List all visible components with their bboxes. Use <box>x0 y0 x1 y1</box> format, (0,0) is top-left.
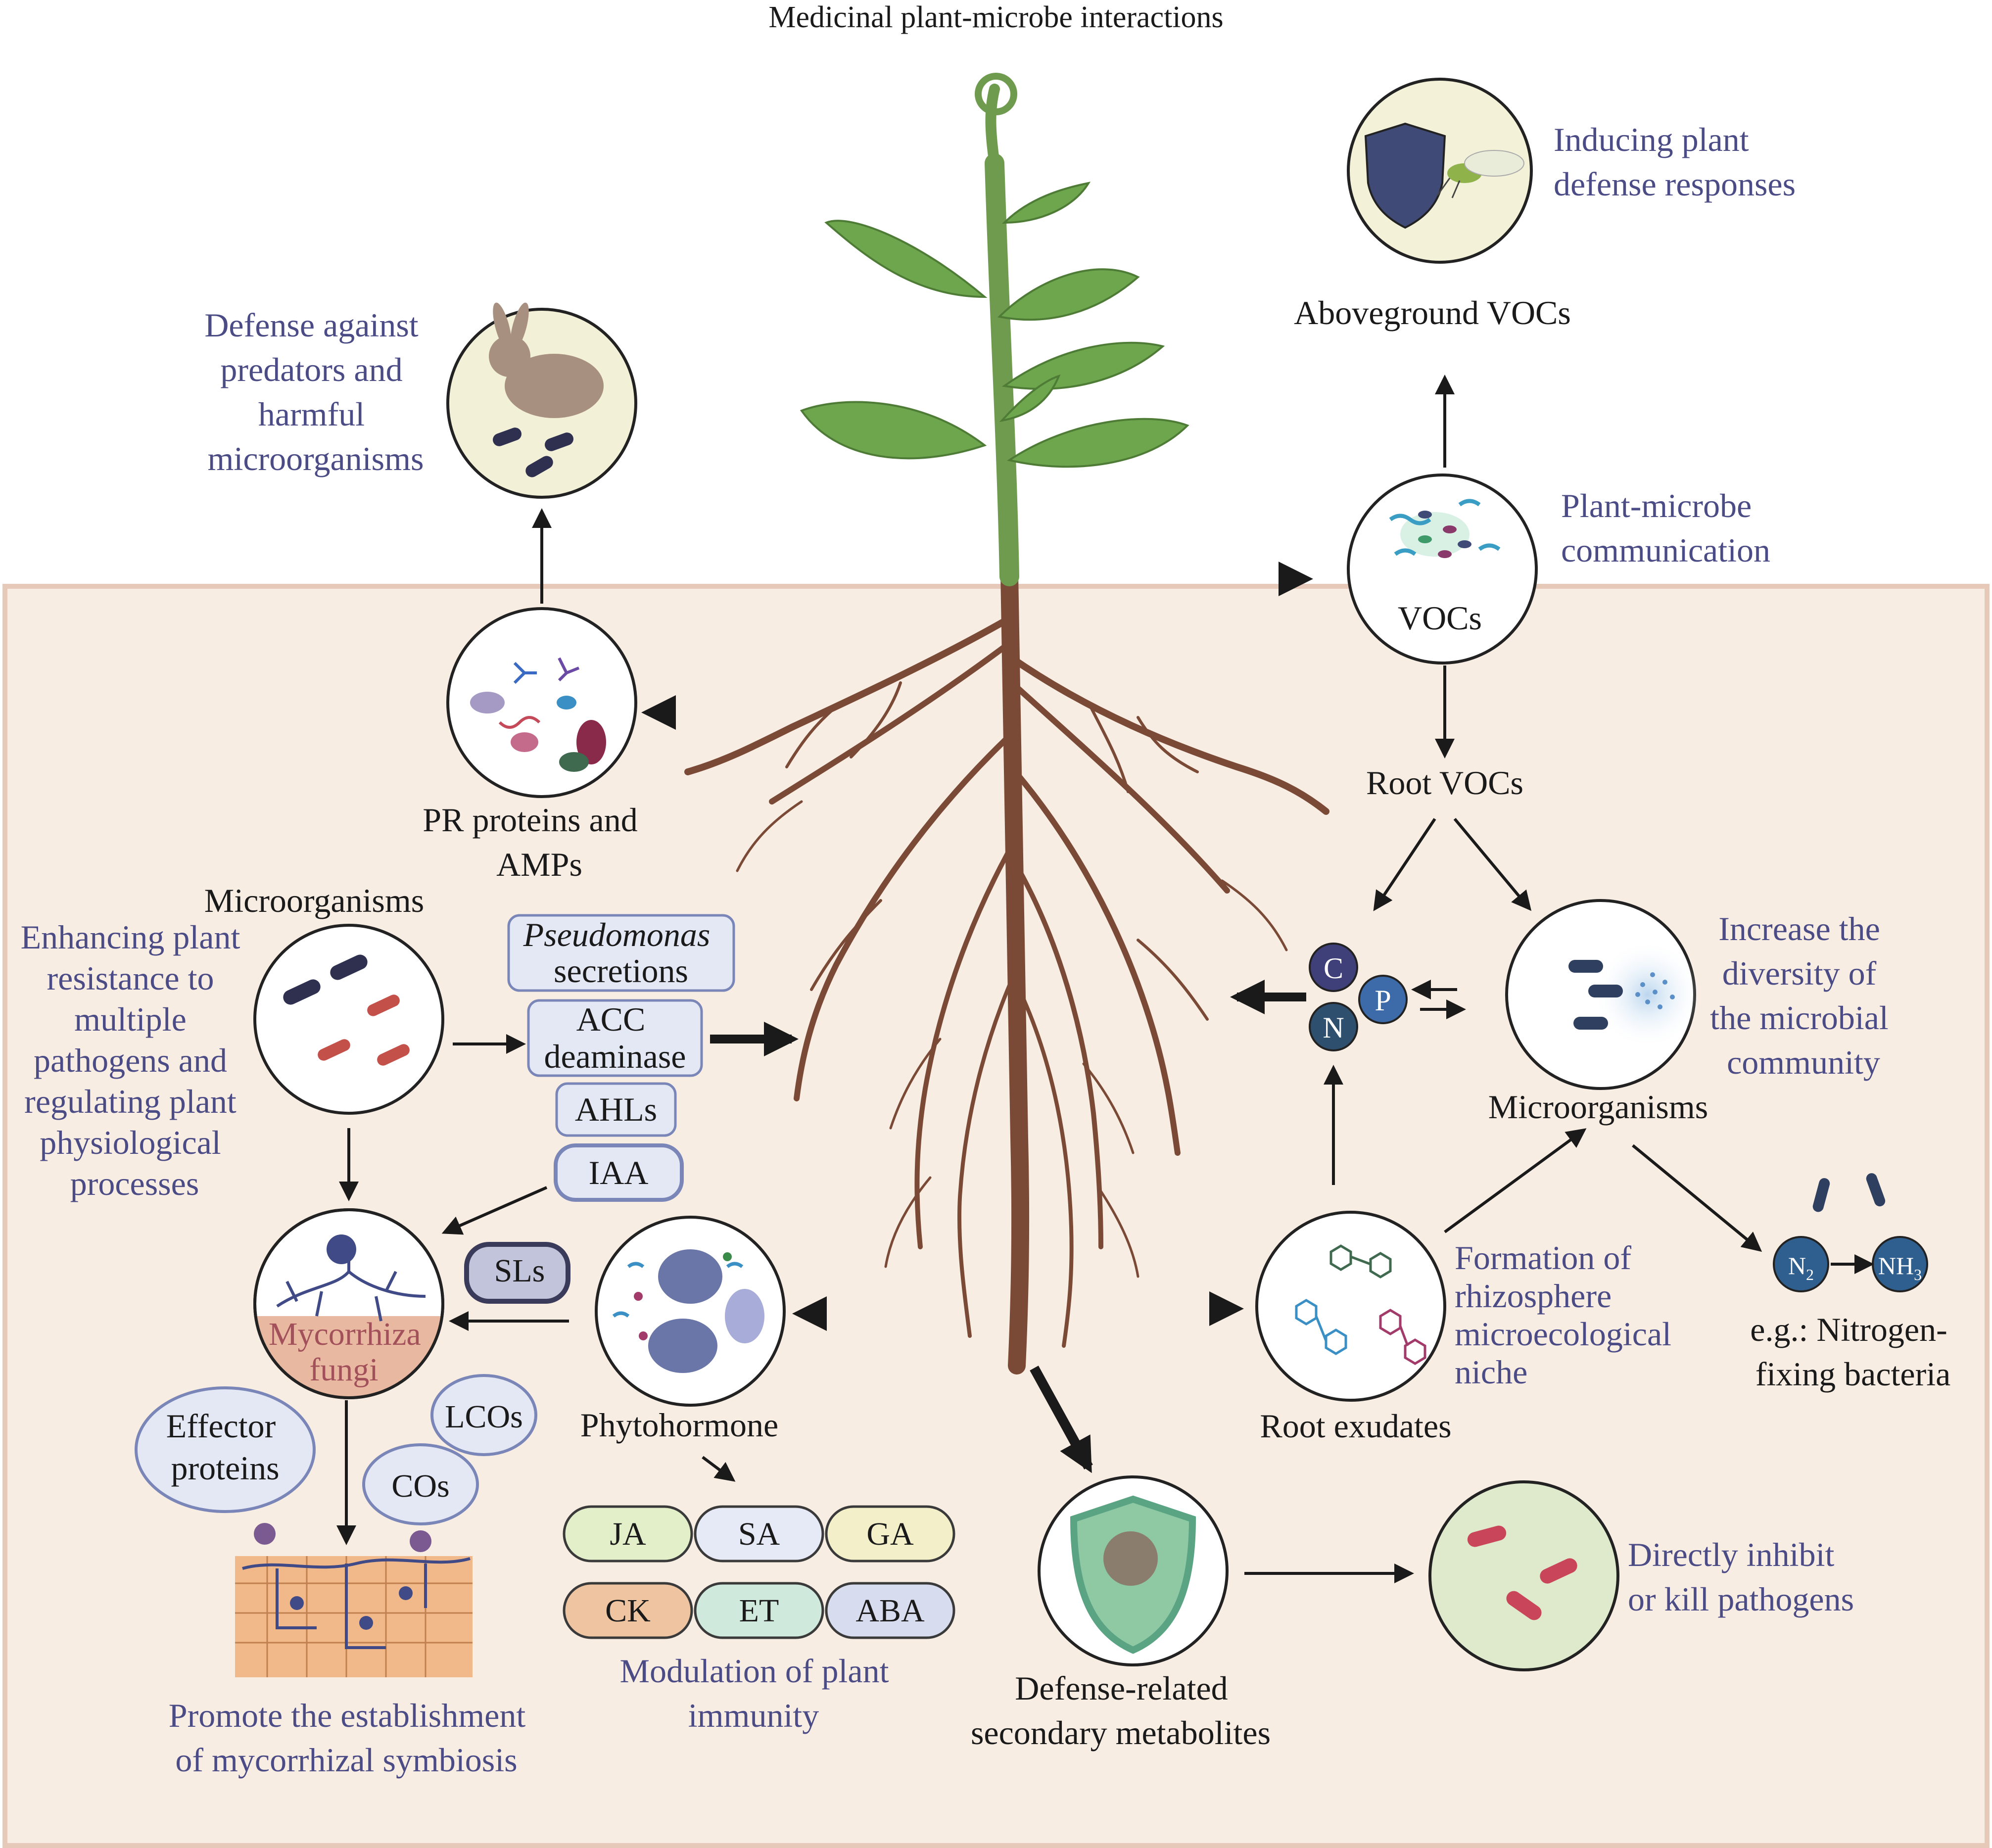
hormone-pills: JA SA GA CK ET ABA <box>563 1505 955 1639</box>
nh3-label: NH3 <box>1878 1252 1922 1283</box>
modulation-label: Modulation of plant immunity <box>620 1652 898 1734</box>
ahls-box <box>555 1082 677 1137</box>
pr-proteins-label: PR proteins and AMPs <box>423 801 646 883</box>
lcos-label: LCOs <box>445 1399 523 1435</box>
promote-mycorrhizal-label: Promote the establishment of mycorrhizal… <box>169 1697 534 1779</box>
phosphorus-label: P <box>1375 984 1391 1017</box>
mycorrhiza-outline <box>253 1208 444 1399</box>
directly-inhibit-label: Directly inhibit or kill pathogens <box>1628 1536 1854 1618</box>
plant-microbe-communication-label: Plant-microbe communication <box>1561 487 1770 569</box>
hormone-label: SA <box>738 1516 780 1552</box>
cos-ellipse <box>362 1443 479 1525</box>
voc-molecules-icon <box>1389 499 1501 558</box>
arrow-roots-to-secondary <box>1030 1366 1093 1473</box>
nitrogen-fixing-bacteria-icon <box>1812 1173 1886 1212</box>
arrow-phytohormone-to-hormones <box>702 1456 736 1482</box>
plant-illustration <box>684 73 1329 1374</box>
exudate-molecules-icon <box>1295 1244 1426 1365</box>
rabbit-icon <box>489 302 604 418</box>
protein-complex-icon <box>612 1249 764 1373</box>
iaa-box <box>554 1143 684 1202</box>
phosphorus-node <box>1358 975 1408 1024</box>
acc-label: ACC deaminase <box>544 1000 686 1075</box>
inhibit-pathogens-circle <box>1428 1480 1619 1671</box>
vocs-circle <box>1347 474 1538 664</box>
arrow-rootvocs-to-cnp <box>1373 818 1436 911</box>
vocs-label: VOCs <box>1398 599 1482 637</box>
nitrogen-node <box>1309 1002 1358 1051</box>
effector-label: Effector proteins <box>166 1407 285 1487</box>
left-microorganisms-label: Microorganisms <box>204 882 425 919</box>
arrow-rootvocs-to-microbes <box>1453 818 1532 911</box>
root-exudates-label: Root exudates <box>1260 1407 1451 1445</box>
hormone-label: GA <box>866 1516 914 1552</box>
pseudomonas-label: Pseudomonas secretions <box>523 916 719 990</box>
cnp-nutrients: C P N <box>1309 943 1408 1051</box>
microbe-icon <box>493 427 573 477</box>
root-exudates-circle <box>1255 1211 1446 1402</box>
insect-icon <box>1436 150 1524 198</box>
root-tissue-icon <box>235 1523 473 1677</box>
pseudomonas-box <box>507 914 735 992</box>
ahls-label: AHLs <box>575 1090 657 1128</box>
protein-molecules-icon <box>470 657 606 772</box>
hormone-pill-ck <box>563 1582 693 1639</box>
increase-diversity-label: Increase the diversity of the microbial … <box>1710 910 1897 1081</box>
effector-ellipse <box>135 1386 316 1513</box>
hormone-pill-sa <box>694 1505 824 1563</box>
root-vocs-label: Root VOCs <box>1366 764 1523 802</box>
hormone-label: ABA <box>855 1593 925 1629</box>
pathogen-bacteria-icon <box>1467 1525 1577 1620</box>
defense-predators-label: Defense against predators and harmful mi… <box>204 306 427 477</box>
bacteria-icon <box>283 954 410 1066</box>
n2-node <box>1773 1236 1829 1292</box>
bacteria-icon <box>1568 960 1623 1030</box>
hormone-pill-aba <box>825 1582 955 1639</box>
right-microorganisms-label: Microorganisms <box>1488 1088 1708 1126</box>
acc-box <box>527 999 703 1077</box>
arrow-microbes-to-nitrogen <box>1632 1144 1762 1252</box>
hormone-pill-ga <box>825 1505 955 1563</box>
lcos-ellipse <box>430 1374 537 1456</box>
arrow-exudates-to-microbes <box>1444 1128 1587 1233</box>
phytohormone-label: Phytohormone <box>580 1406 778 1444</box>
hormone-pill-et <box>694 1582 824 1639</box>
nitrogen-fixing-label: e.g.: Nitrogen- fixing bacteria <box>1750 1311 1955 1393</box>
arrow-iaa-to-mycorrhiza <box>441 1186 548 1235</box>
inducing-defense-label: Inducing plant defense responses <box>1554 121 1796 203</box>
left-microorganisms-circle <box>253 924 444 1115</box>
defense-secondary-label: Defense-related secondary metabolites <box>971 1669 1271 1752</box>
carbon-label: C <box>1324 952 1343 985</box>
plant-leaves <box>800 182 1189 468</box>
hormone-label: CK <box>605 1593 651 1629</box>
root-system <box>684 565 1329 1374</box>
hormone-label: ET <box>739 1593 779 1629</box>
nitrogen-label: N <box>1323 1011 1344 1044</box>
aboveground-vocs-label: Aboveground VOCs <box>1294 294 1571 332</box>
enhancing-resistance-label: Enhancing plant resistance to multiple p… <box>21 918 249 1202</box>
carbon-node <box>1309 943 1358 992</box>
n2-label: N2 <box>1788 1252 1814 1283</box>
iaa-label: IAA <box>589 1154 649 1191</box>
secretion-boxes: Pseudomonas secretions ACC deaminase AHL… <box>507 914 735 1202</box>
figure-title: Medicinal plant-microbe interactions <box>768 0 1223 34</box>
mycorrhiza-label: Mycorrhiza fungi <box>269 1316 429 1388</box>
cos-label: COs <box>391 1468 449 1504</box>
hormone-pill-ja <box>563 1505 693 1563</box>
sls-label: SLs <box>494 1253 545 1289</box>
formation-niche-label: Formation of rhizosphere microecological… <box>1455 1239 1680 1391</box>
hormone-label: JA <box>610 1516 646 1552</box>
pathogen-icon <box>1103 1531 1158 1586</box>
sls-box <box>464 1242 570 1304</box>
plant-stem <box>985 153 1019 586</box>
